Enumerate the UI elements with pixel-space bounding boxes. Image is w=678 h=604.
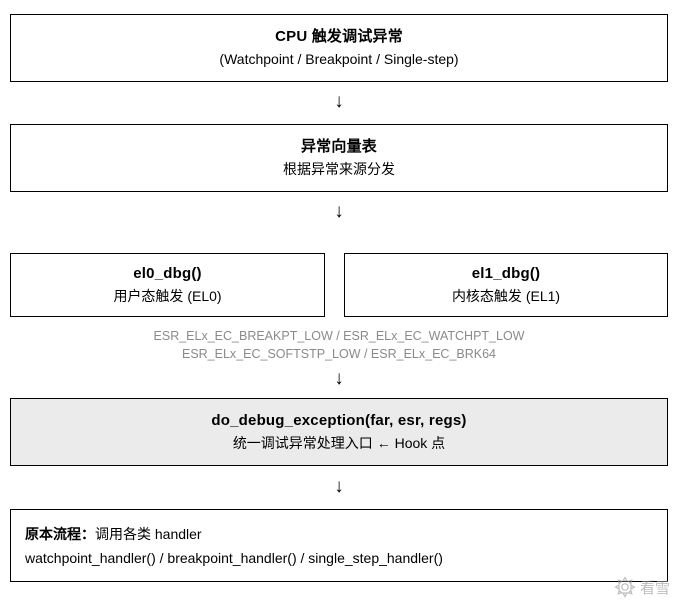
node-original-flow-line-1-bold: 原本流程： xyxy=(25,525,95,542)
node-vector-table: 异常向量表 根据异常来源分发 xyxy=(10,124,668,192)
node-el1-dbg-title: el1_dbg() xyxy=(471,265,541,282)
node-el0-dbg-title: el0_dbg() xyxy=(133,265,202,282)
arrow-down-icon-4: ↓ xyxy=(334,476,344,497)
kanxue-logo-icon xyxy=(614,576,636,598)
arrow-down-icon-2: ↓ xyxy=(334,201,344,222)
node-el0-dbg-subtitle: 用户态触发 (EL0) xyxy=(113,288,222,304)
node-vector-table-title: 异常向量表 xyxy=(300,138,377,155)
watermark: 看雪 xyxy=(614,576,670,598)
node-cpu-exception: CPU 触发调试异常 (Watchpoint / Breakpoint / Si… xyxy=(10,14,668,82)
node-original-flow-line-1: 原本流程：调用各类 handler xyxy=(25,522,202,546)
node-do-debug-exception-title: do_debug_exception(far, esr, regs) xyxy=(211,412,467,429)
arrow-down-icon-3: ↓ xyxy=(334,368,344,389)
node-do-debug-exception-subtitle: 统一调试异常处理入口 ← Hook 点 xyxy=(232,435,446,451)
node-el1-dbg-subtitle: 内核态触发 (EL1) xyxy=(451,288,561,304)
node-cpu-exception-subtitle: (Watchpoint / Breakpoint / Single-step) xyxy=(219,51,459,67)
node-original-flow-line-1-rest: 调用各类 handler xyxy=(95,525,202,542)
esr-note-line-2: ESR_ELx_EC_SOFTSTP_LOW / ESR_ELx_EC_BRK6… xyxy=(181,347,496,361)
node-cpu-exception-title: CPU 触发调试异常 xyxy=(275,28,403,45)
node-original-flow-line-2: watchpoint_handler() / breakpoint_handle… xyxy=(25,549,443,566)
node-vector-table-subtitle: 根据异常来源分发 xyxy=(283,161,395,177)
node-original-flow: 原本流程：调用各类 handler watchpoint_handler() /… xyxy=(10,509,668,582)
arrow-down-icon-1: ↓ xyxy=(334,91,344,112)
node-el1-dbg: el1_dbg() 内核态触发 (EL1) xyxy=(344,253,668,317)
node-do-debug-exception: do_debug_exception(far, esr, regs) 统一调试异… xyxy=(10,398,668,466)
node-el0-dbg: el0_dbg() 用户态触发 (EL0) xyxy=(10,253,325,317)
watermark-text: 看雪 xyxy=(639,578,670,597)
esr-note-line-1: ESR_ELx_EC_BREAKPT_LOW / ESR_ELx_EC_WATC… xyxy=(153,329,525,343)
